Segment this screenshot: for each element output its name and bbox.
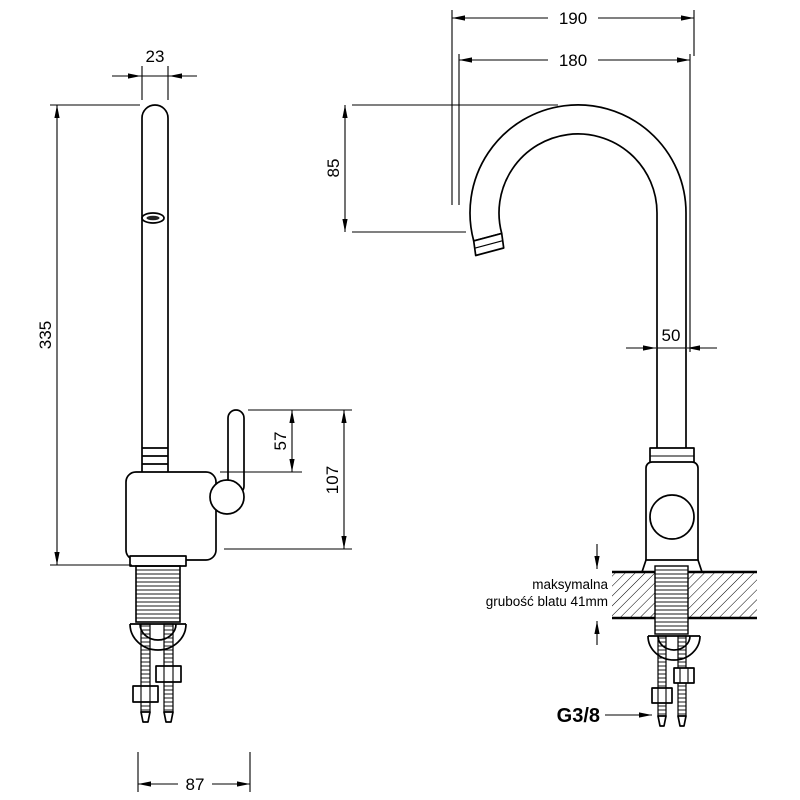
mounting-nut — [132, 685, 159, 703]
dim-label-87: 87 — [186, 775, 205, 794]
stud-end — [677, 715, 687, 727]
faucet-body — [125, 471, 217, 561]
aerator-slot — [146, 215, 160, 221]
dimension-total-height: 335 — [36, 104, 140, 566]
dim-label-335: 335 — [36, 321, 55, 349]
dimension-reach-inner: 180 — [458, 51, 691, 352]
thread-label: G3/8 — [557, 705, 600, 727]
thread-callout: G3/8 — [557, 705, 652, 727]
stud-end — [140, 711, 151, 723]
base-flange — [129, 555, 187, 567]
stud-end — [163, 711, 174, 723]
left-view: 23 335 57 107 87 — [36, 47, 352, 794]
threaded-shank — [135, 565, 181, 623]
dim-label-23: 23 — [146, 47, 165, 66]
countertop-thickness-note: maksymalna grubość blatu 41mm — [486, 544, 608, 645]
dimension-body-width: 50 — [626, 326, 717, 351]
counter-note-line2: grubość blatu 41mm — [486, 594, 608, 609]
mounting-nut — [673, 667, 695, 684]
dim-label-180: 180 — [559, 51, 587, 70]
dim-label-190: 190 — [559, 9, 587, 28]
dim-label-57: 57 — [271, 432, 290, 451]
gooseneck-spout — [469, 104, 687, 451]
right-view: 190 180 85 50 maksymalna — [324, 9, 757, 727]
dim-label-107: 107 — [323, 466, 342, 494]
dim-label-50: 50 — [662, 326, 681, 345]
aerator-tip-line — [474, 240, 503, 249]
faucet-column — [141, 104, 169, 480]
dimension-spout-width: 23 — [112, 47, 197, 100]
dimension-handle-length: 57 — [220, 409, 352, 473]
dimension-spout-drop: 85 — [324, 104, 558, 233]
dim-label-85: 85 — [324, 159, 343, 178]
handle-pivot — [209, 479, 245, 515]
stud-end — [657, 715, 667, 727]
horseshoe-washer — [129, 623, 187, 651]
aerator-outlet — [141, 212, 165, 224]
mixer-ball — [649, 494, 695, 540]
dimension-base-depth: 87 — [137, 752, 251, 794]
threaded-shank — [654, 565, 689, 635]
dimension-reach-outer: 190 — [451, 9, 695, 205]
horseshoe-washer — [647, 635, 701, 661]
mounting-nut — [155, 665, 182, 683]
counter-note-line1: maksymalna — [532, 577, 608, 592]
dimension-body-height: 107 — [224, 410, 352, 550]
mounting-nut — [651, 687, 673, 704]
